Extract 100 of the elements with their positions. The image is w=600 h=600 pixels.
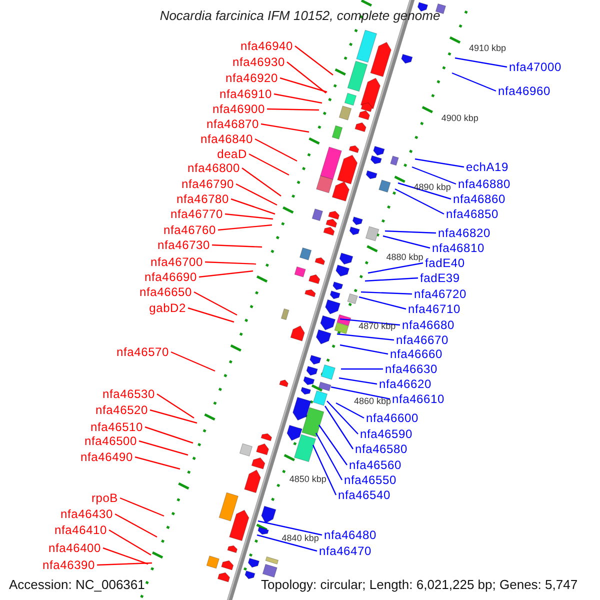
gene-label: nfa46530 — [102, 387, 155, 401]
leader-line — [198, 270, 254, 278]
gene-label: nfa46940 — [240, 39, 293, 53]
scale-label: 4890 kbp — [414, 182, 451, 194]
diagram-title: Nocardia farcinica IFM 10152, complete genome — [158, 8, 442, 24]
leader-line — [280, 77, 328, 93]
leader-line — [266, 108, 320, 111]
gene-label: nfa46600 — [366, 411, 418, 425]
leader-line — [294, 46, 334, 76]
gene-label: nfa46550 — [344, 473, 396, 487]
leader-line — [340, 344, 388, 355]
gene-label: nfa46400 — [48, 541, 101, 555]
gene-label: nfa46920 — [226, 71, 278, 85]
leader-line — [218, 224, 272, 231]
leader-line — [212, 244, 262, 248]
leader-line — [138, 440, 188, 456]
leader-line — [324, 406, 354, 450]
scale-label: 4860 kbp — [354, 396, 392, 407]
gene-label: nfa46820 — [438, 226, 490, 240]
leader-line — [108, 529, 152, 556]
leader-line — [274, 93, 322, 104]
gene-label: nfa46390 — [42, 558, 95, 572]
leader-line — [224, 213, 274, 220]
gene-label: nfa46670 — [396, 333, 448, 347]
leader-line — [134, 456, 180, 470]
leader-line — [326, 400, 358, 434]
leader-line — [384, 230, 436, 234]
leader-line — [96, 562, 152, 566]
gene-label: nfa46510 — [90, 420, 143, 434]
gene-label: nfa46840 — [200, 132, 253, 146]
gene-label: nfa46870 — [206, 117, 259, 131]
gene-label: nfa46900 — [212, 102, 265, 116]
gene-label: nfa46430 — [60, 507, 113, 521]
gene-label: nfa46470 — [319, 544, 372, 558]
leader-line — [144, 426, 194, 444]
leader-line — [330, 386, 390, 400]
gene-label: nfa46730 — [158, 238, 210, 252]
leader-line — [188, 307, 234, 323]
leader-line — [398, 182, 452, 200]
leader-line — [368, 262, 424, 274]
gene-label: nfa46860 — [453, 192, 506, 206]
gene-label: nfa46580 — [355, 442, 408, 456]
gene-label: fadE39 — [420, 271, 460, 285]
leader-line — [242, 168, 282, 196]
leader-line — [394, 188, 444, 215]
gene-label: nfa46790 — [182, 177, 234, 191]
scale-label: 4910 kbp — [469, 43, 506, 54]
gene-label: nfa46570 — [116, 345, 169, 359]
leader-line — [150, 409, 198, 424]
gene-label: nfa46810 — [432, 241, 484, 255]
scale-label: 4880 kbp — [386, 252, 424, 263]
scale-label: 4840 kbp — [282, 533, 319, 544]
leader-line — [338, 377, 378, 385]
gene-label: nfa46560 — [349, 458, 402, 472]
gene-label: nfa46850 — [446, 207, 498, 221]
gene-label: echA19 — [466, 160, 508, 174]
gene-label: nfa46720 — [414, 287, 466, 301]
scale-label: 4850 kbp — [289, 474, 326, 485]
leader-line — [194, 291, 238, 316]
leader-line — [248, 153, 290, 176]
leader-line — [382, 235, 430, 249]
gene-label: nfa46490 — [80, 450, 133, 464]
gene-label: nfa46780 — [176, 192, 229, 206]
leader-line — [260, 123, 310, 133]
leader-line — [204, 261, 256, 265]
gene-label: nfa46520 — [96, 403, 148, 417]
leader-line — [315, 432, 343, 480]
accession-text: Accession: NC_006361 — [9, 577, 145, 593]
gene-label: nfa46620 — [379, 377, 432, 391]
leader-line — [312, 444, 337, 496]
leader-line — [412, 166, 456, 185]
leader-line — [336, 402, 364, 419]
genome-info-text: Topology: circular; Length: 6,021,225 bp; Genes: 5,747 — [261, 577, 578, 593]
leader-line — [254, 138, 298, 162]
gene-label: nfa46690 — [144, 270, 197, 284]
gene-label: nfa46930 — [232, 55, 285, 69]
gene-label: nfa46660 — [390, 347, 442, 361]
leader-line — [414, 158, 464, 168]
gene-label: nfa46710 — [408, 302, 460, 316]
gene-label: nfa46410 — [54, 523, 107, 537]
gene-label: nfa47000 — [509, 60, 562, 74]
gene-label: fadE40 — [425, 256, 465, 270]
leader-line — [236, 183, 278, 206]
gene-label: nfa46960 — [498, 84, 550, 98]
gene-label: nfa46760 — [164, 223, 216, 237]
leader-line — [256, 534, 318, 552]
leader-line — [258, 520, 322, 536]
gene-label: nfa46630 — [385, 362, 438, 376]
gene-label: nfa46480 — [324, 528, 376, 542]
scale-label: 4870 kbp — [358, 321, 396, 332]
leader-line — [452, 72, 496, 92]
gene-label: nfa46590 — [360, 427, 412, 441]
leader-line — [340, 318, 400, 326]
leader-line — [170, 351, 216, 372]
gene-label: nfa46540 — [338, 488, 390, 502]
leader-line — [318, 424, 348, 466]
leader-line — [102, 547, 148, 565]
leader-line — [341, 368, 383, 370]
scale-label: 4900 kbp — [441, 112, 478, 124]
gene-label: gabD2 — [149, 301, 186, 315]
